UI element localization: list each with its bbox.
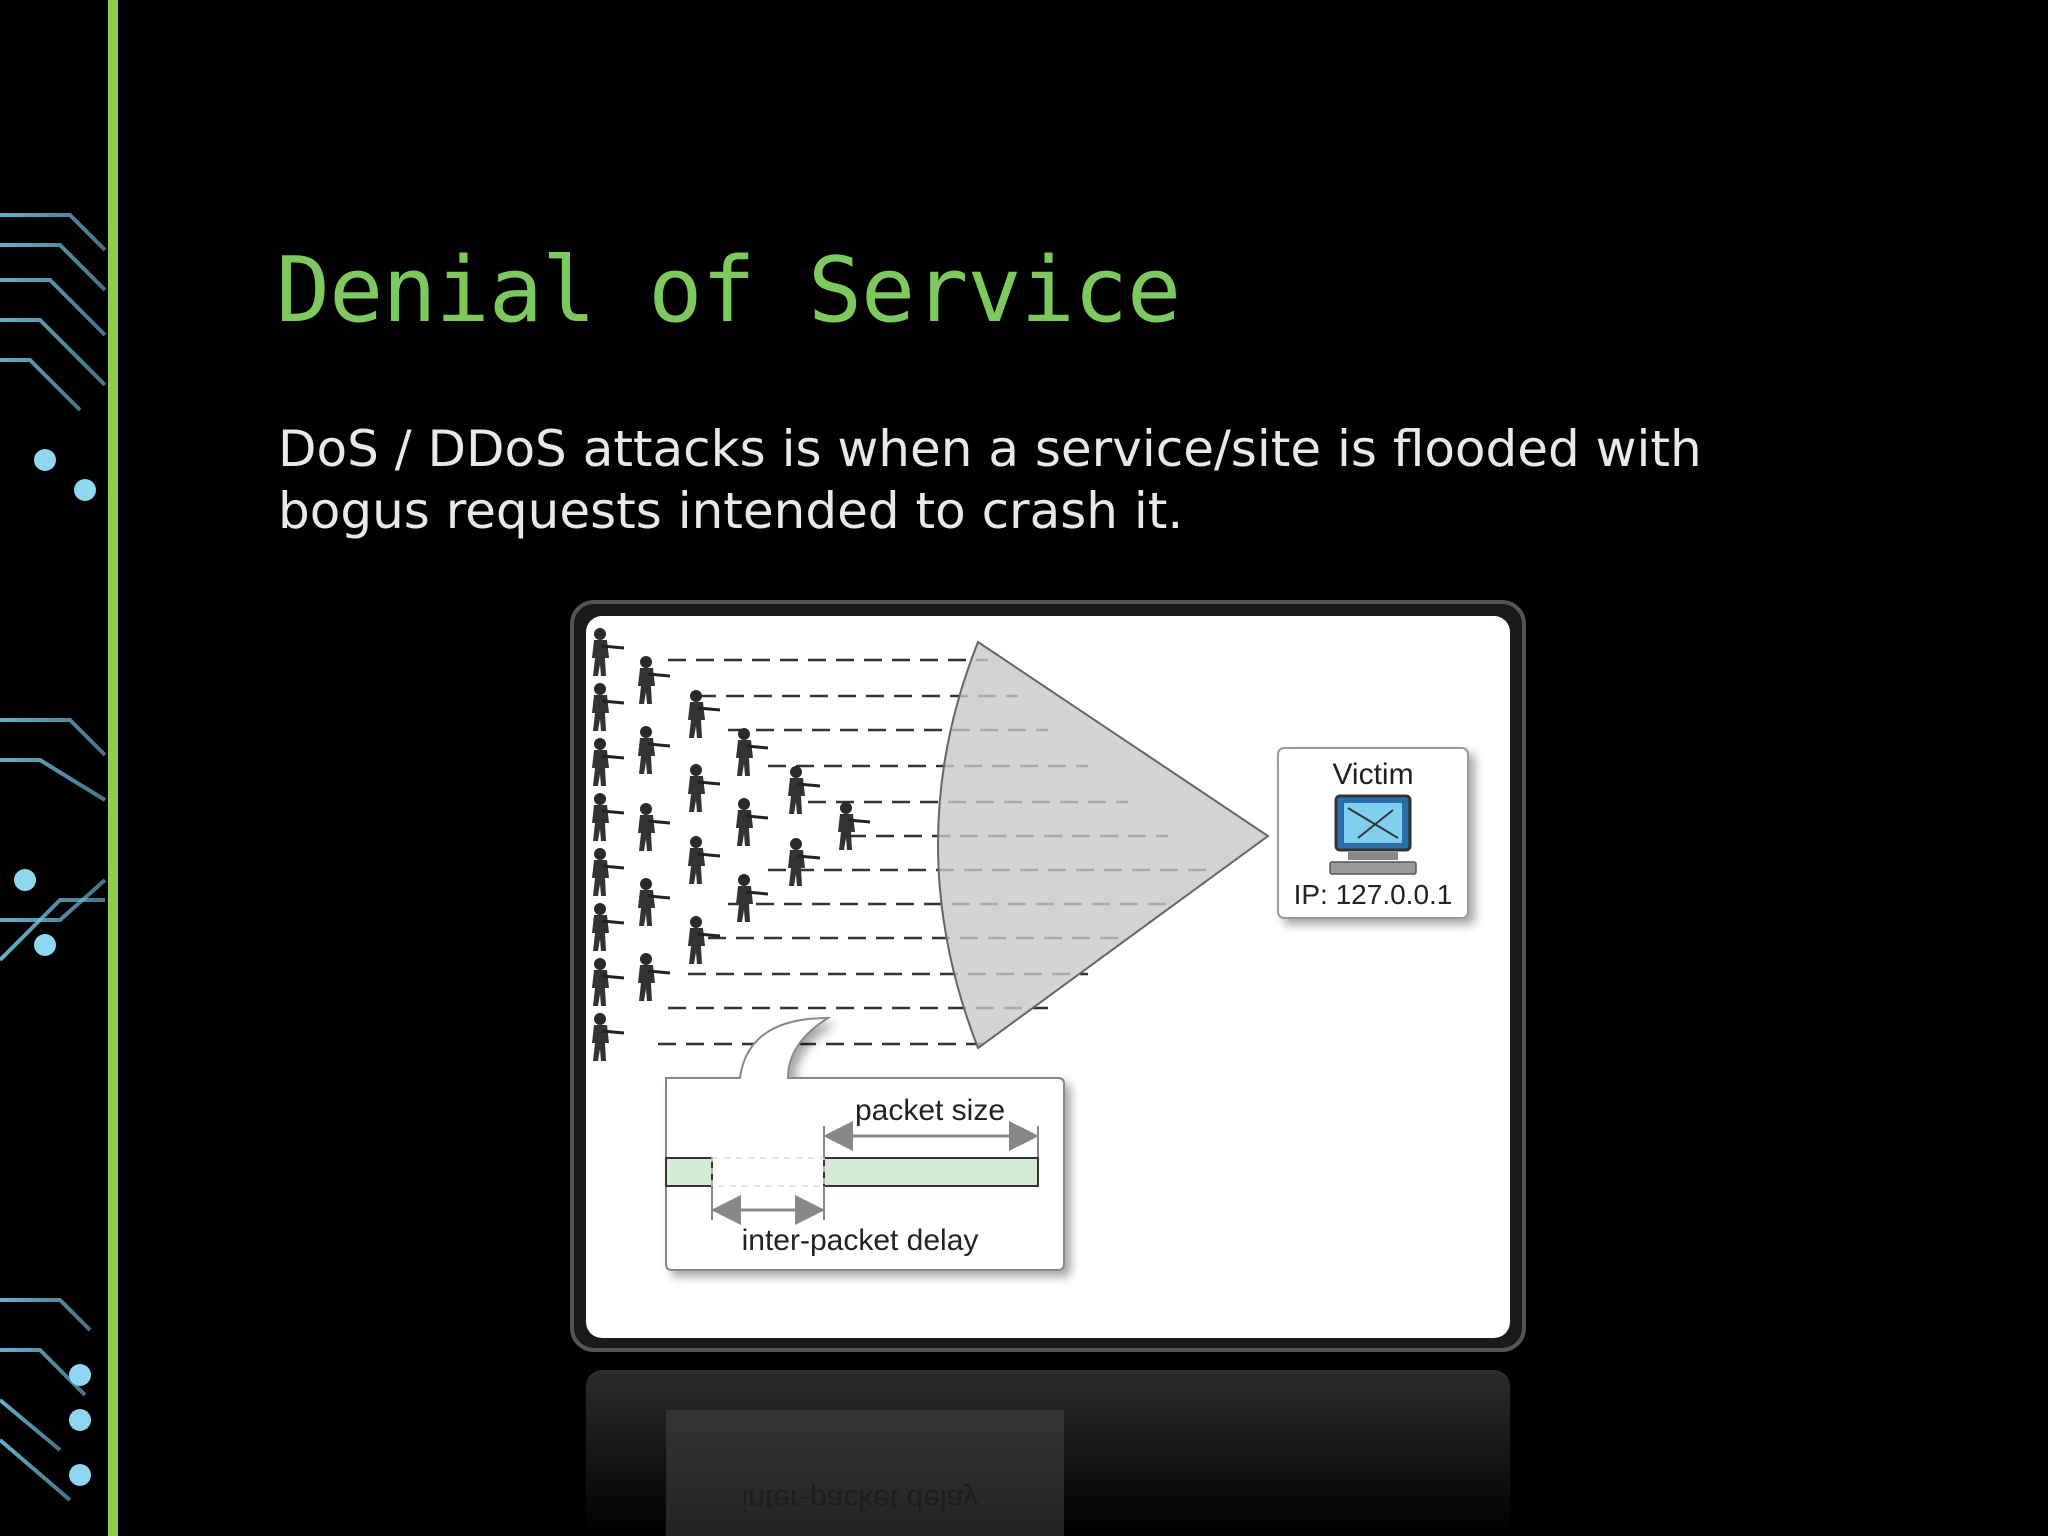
ddos-diagram: Victim IP: 127.0.0.1 packet size inter-p… xyxy=(570,600,1526,1352)
packet-gap xyxy=(711,1157,825,1187)
reflection-text: inter-packet delay xyxy=(742,1483,979,1516)
diagram-reflection: inter-packet delay xyxy=(586,1370,1510,1536)
victim-ip: IP: 127.0.0.1 xyxy=(1294,879,1453,910)
packet-bar xyxy=(823,1157,1039,1187)
circuit-board-decoration xyxy=(0,0,118,1536)
computer-icon xyxy=(1329,794,1417,875)
traffic-wedge xyxy=(937,640,1270,1050)
inter-packet-label: inter-packet delay xyxy=(742,1224,979,1257)
packet-bar-previous xyxy=(665,1157,713,1187)
packet-size-label: packet size xyxy=(855,1094,1005,1127)
victim-label: Victim xyxy=(1332,758,1413,791)
slide-title: Denial of Service xyxy=(276,238,1181,343)
slide-body-text: DoS / DDoS attacks is when a service/sit… xyxy=(278,420,1702,540)
